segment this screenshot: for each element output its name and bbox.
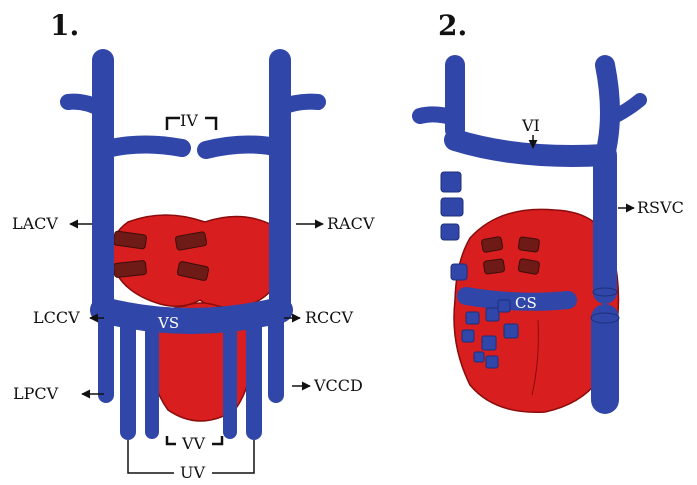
label-uv: UV (180, 463, 205, 482)
label-lpcv: LPCV (13, 384, 59, 403)
label-rsvc: RSVC (637, 198, 684, 217)
label-rccv: RCCV (305, 308, 354, 327)
label-vi: VI (521, 116, 540, 135)
label-vccd: VCCD (313, 376, 363, 395)
label-iv: IV (180, 111, 198, 130)
label-lccv: LCCV (33, 308, 80, 327)
label-cs: CS (515, 294, 537, 312)
ivc-cap (591, 313, 619, 323)
label-vv: VV (181, 434, 206, 453)
label-lacv: LACV (12, 214, 58, 233)
panel-1: 1. (12, 9, 375, 482)
rsvc-cap (593, 288, 617, 296)
panel-2-number: 2. (438, 9, 467, 42)
label-racv: RACV (327, 214, 375, 233)
panel-1-number: 1. (50, 9, 79, 42)
label-vs: VS (157, 314, 179, 332)
panel-2: 2. (420, 9, 684, 412)
